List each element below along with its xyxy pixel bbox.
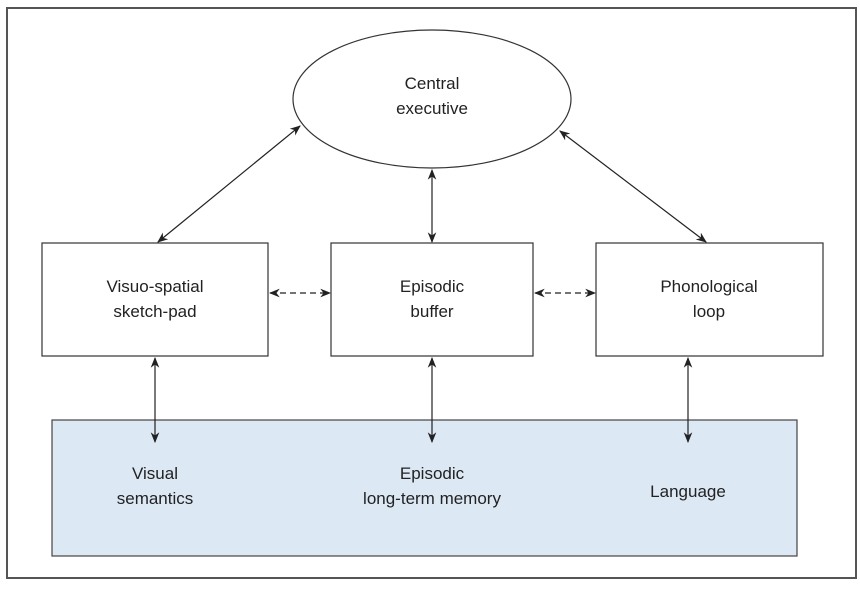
label-line: Episodic [399,277,465,296]
label-line: loop [692,302,726,321]
language-label: Language [650,479,726,504]
label-line: Central [404,74,460,93]
label-line: buffer [410,302,454,321]
long-term-panel [51,419,798,557]
label-line: Language [650,482,726,501]
label-line: long-term memory [363,489,501,508]
episodic-buffer-label: Episodic buffer [400,274,464,324]
visuo-spatial-label: Visuo-spatial sketch-pad [106,274,203,324]
label-line: Episodic [399,464,465,483]
central-executive-label: Central executive [396,71,468,121]
episodic-ltm-label: Episodic long-term memory [363,461,501,511]
central-executive-ellipse [292,29,572,169]
phonological-loop-label: Phonological loop [660,274,757,324]
episodic-buffer-box [330,242,534,357]
visuo-spatial-box [41,242,269,357]
label-line: Visuo-spatial [106,277,204,296]
label-line: sketch-pad [113,302,197,321]
arrow-ce-visuo [157,125,301,243]
label-line: executive [396,99,468,118]
label-line: Visual [132,464,178,483]
visual-semantics-label: Visual semantics [117,461,194,511]
arrow-ce-phono [559,130,707,243]
label-line: Phonological [660,277,758,296]
label-line: semantics [116,489,194,508]
phonological-loop-box [595,242,824,357]
